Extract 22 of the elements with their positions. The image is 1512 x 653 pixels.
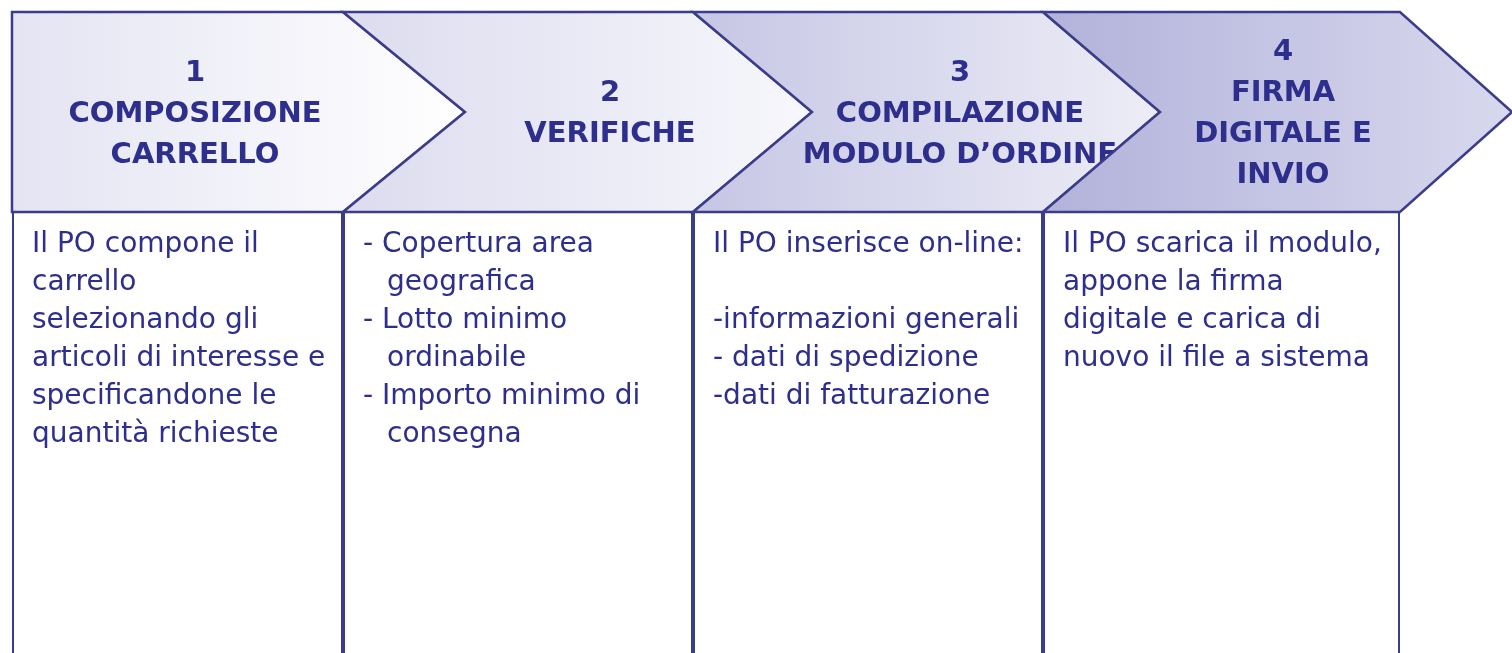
list-item: - Importo minimo di consegna (363, 377, 642, 451)
description-text: Il PO compone il carrello selezionando gli articoli di interesse e specificandone le quantità richieste (32, 225, 327, 451)
list-item: - dati di spedizione (713, 339, 980, 375)
text-column (693, 212, 1043, 653)
step-title: VERIFICHE (524, 114, 696, 151)
chevron-step (12, 12, 465, 212)
text-column (12, 212, 343, 653)
description-text: Il PO inserisce on-line: (713, 225, 1025, 261)
list-item: - Lotto minimo ordinabile (363, 301, 569, 375)
list-item: -informazioni generali (713, 301, 1021, 337)
text-column (1043, 212, 1400, 653)
description-text: Il PO scarica il modulo, appone la firma digitale e carica di nuovo il file a sistema (1063, 225, 1383, 375)
step-title: COMPOSIZIONE CARRELLO (67, 93, 323, 172)
step-number: 1 (184, 52, 206, 90)
step-number: 2 (599, 73, 621, 110)
list-item: - Copertura area geografica (363, 225, 595, 299)
list-item: -dati di fatturazione (713, 377, 992, 413)
step-number: 4 (1272, 32, 1294, 69)
step-number: 3 (949, 52, 971, 90)
step-title: COMPILAZIONE MODULO D’ORDINE (801, 93, 1119, 172)
text-column (343, 212, 693, 653)
step-title: FIRMA DIGITALE E INVIO (1193, 73, 1373, 192)
